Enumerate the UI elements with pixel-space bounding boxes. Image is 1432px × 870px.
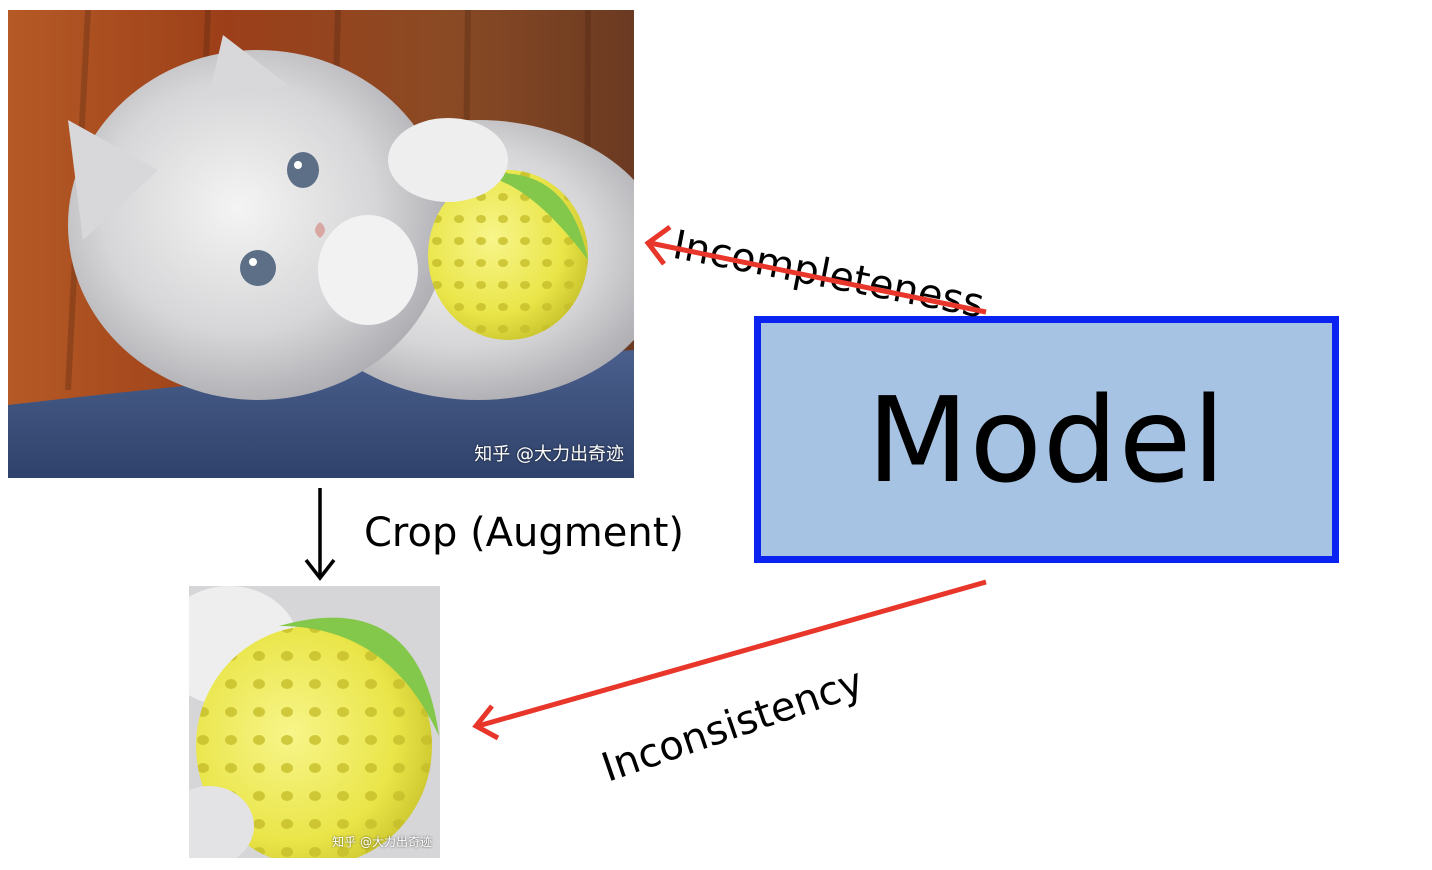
cropped-photo: 知乎 @大力出奇迹 bbox=[189, 586, 440, 858]
crop-arrow bbox=[304, 488, 336, 581]
model-label: Model bbox=[866, 370, 1227, 509]
watermark-crop: 知乎 @大力出奇迹 bbox=[332, 835, 432, 849]
kitten-photo-art bbox=[8, 10, 634, 478]
crop-augment-label: Crop (Augment) bbox=[364, 510, 684, 556]
inconsistency-arrow bbox=[472, 579, 987, 741]
incompleteness-arrow bbox=[644, 224, 987, 315]
watermark-main: 知乎 @大力出奇迹 bbox=[474, 444, 624, 465]
kitten-photo: 知乎 @大力出奇迹 bbox=[8, 10, 634, 478]
model-box: Model bbox=[754, 316, 1339, 563]
cropped-photo-art bbox=[189, 586, 440, 858]
